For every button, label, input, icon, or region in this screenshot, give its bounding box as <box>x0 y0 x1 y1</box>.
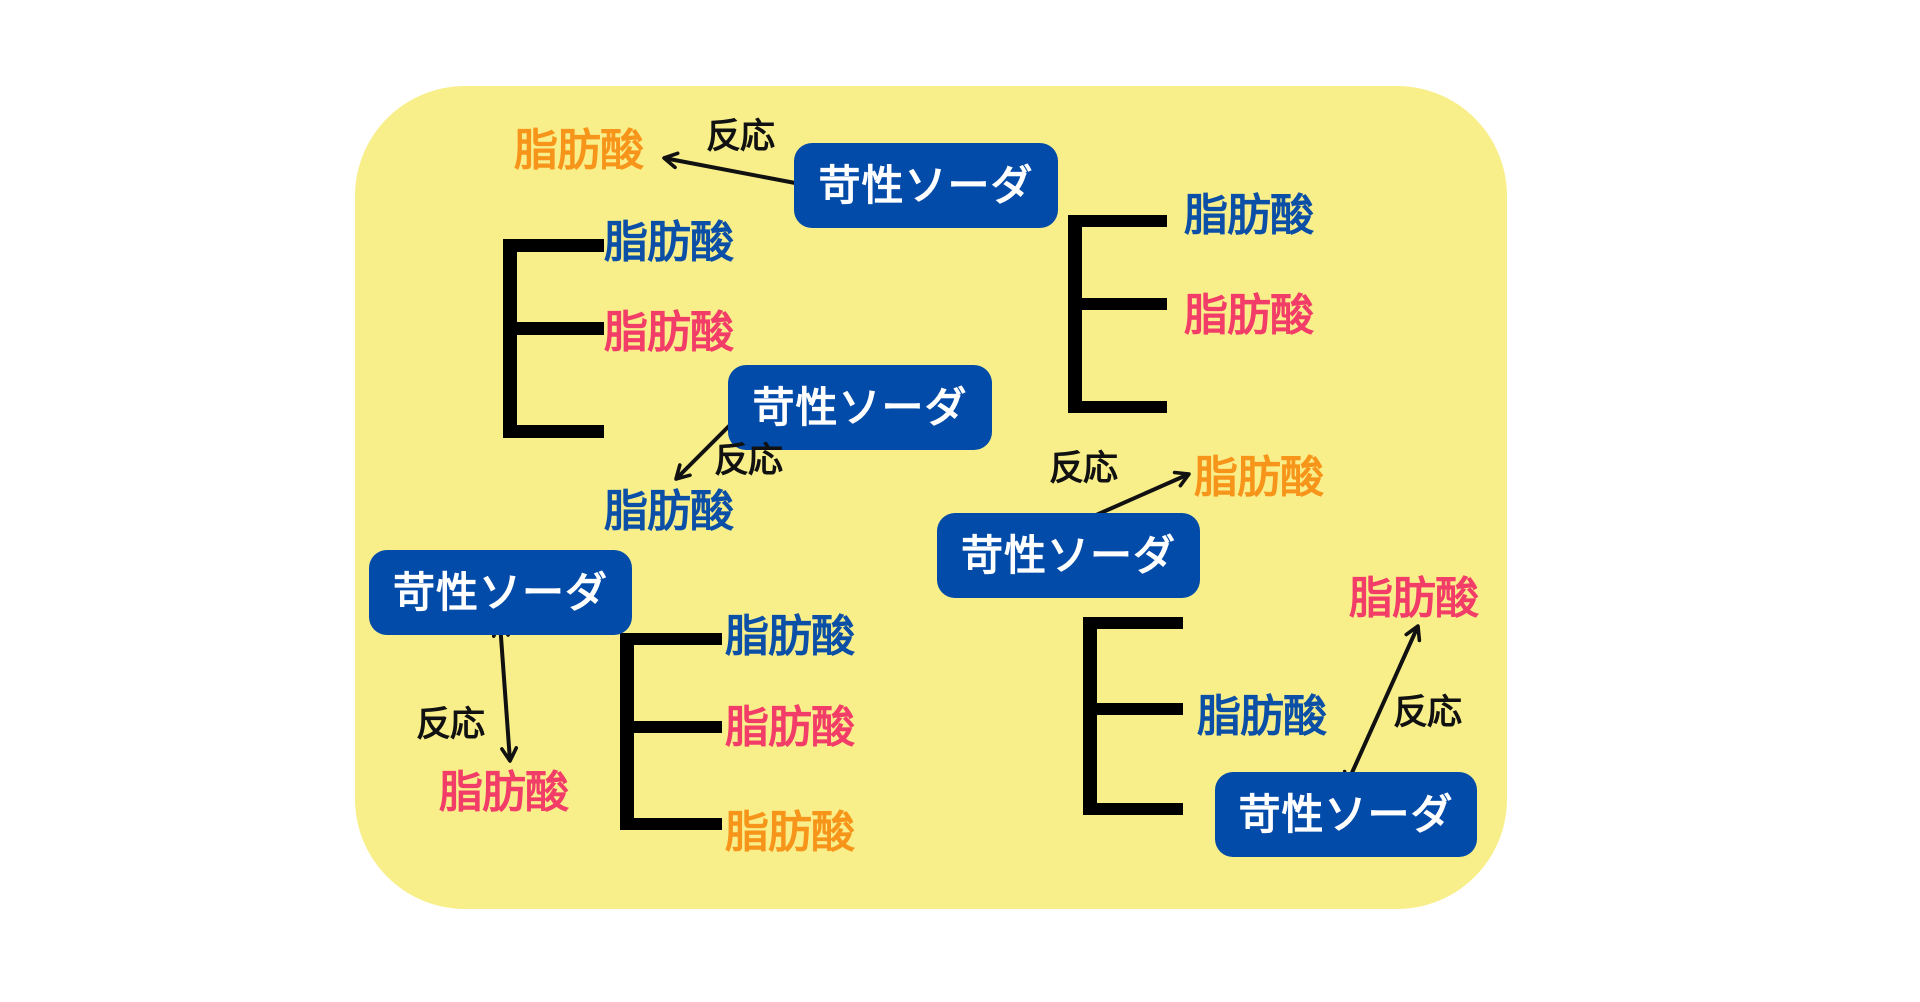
fatty-acid-chain-bottom-right-1: 脂肪酸 <box>1197 691 1327 742</box>
fatty-acid-chain-bottom-left-2: 脂肪酸 <box>725 702 855 753</box>
reaction-label-bottom-right: 反応 <box>1393 693 1462 733</box>
fatty-acid-chain-top-right-1: 脂肪酸 <box>1184 190 1314 241</box>
caustic-soda-label: 苛性ソーダ <box>392 567 608 617</box>
caustic-soda-label: 苛性ソーダ <box>818 160 1034 210</box>
fatty-acid-chain-top-left-1: 脂肪酸 <box>604 217 734 268</box>
fatty-acid-detached-top-left: 脂肪酸 <box>514 125 644 176</box>
caustic-soda-label: 苛性ソーダ <box>960 530 1176 580</box>
caustic-soda-box-top-right: 苛性ソーダ <box>728 365 992 450</box>
fatty-acid-chain-top-right-2: 脂肪酸 <box>1184 290 1314 341</box>
fatty-acid-chain-bottom-left-3: 脂肪酸 <box>725 807 855 858</box>
caustic-soda-box-middle-right: 苛性ソーダ <box>937 513 1200 598</box>
reaction-label-bottom-left: 反応 <box>416 705 485 745</box>
fatty-acid-detached-top-right: 脂肪酸 <box>604 486 734 537</box>
caustic-soda-box-bottom-right: 苛性ソーダ <box>1215 772 1477 857</box>
caustic-soda-label: 苛性ソーダ <box>1238 789 1454 839</box>
caustic-soda-box-top-left: 苛性ソーダ <box>794 143 1058 228</box>
fatty-acid-detached-bottom-right: 脂肪酸 <box>1349 573 1479 624</box>
fatty-acid-chain-top-left-2: 脂肪酸 <box>604 307 734 358</box>
reaction-label-top-left: 反応 <box>706 117 775 157</box>
caustic-soda-box-bottom-left: 苛性ソーダ <box>369 550 632 635</box>
caustic-soda-label: 苛性ソーダ <box>752 382 968 432</box>
fatty-acid-detached-bottom-left: 脂肪酸 <box>439 767 569 818</box>
fatty-acid-chain-bottom-left-1: 脂肪酸 <box>725 611 855 662</box>
reaction-label-middle-right: 反応 <box>1049 449 1118 489</box>
reaction-label-top-right: 反応 <box>714 441 783 481</box>
fatty-acid-detached-middle-right: 脂肪酸 <box>1194 452 1324 503</box>
